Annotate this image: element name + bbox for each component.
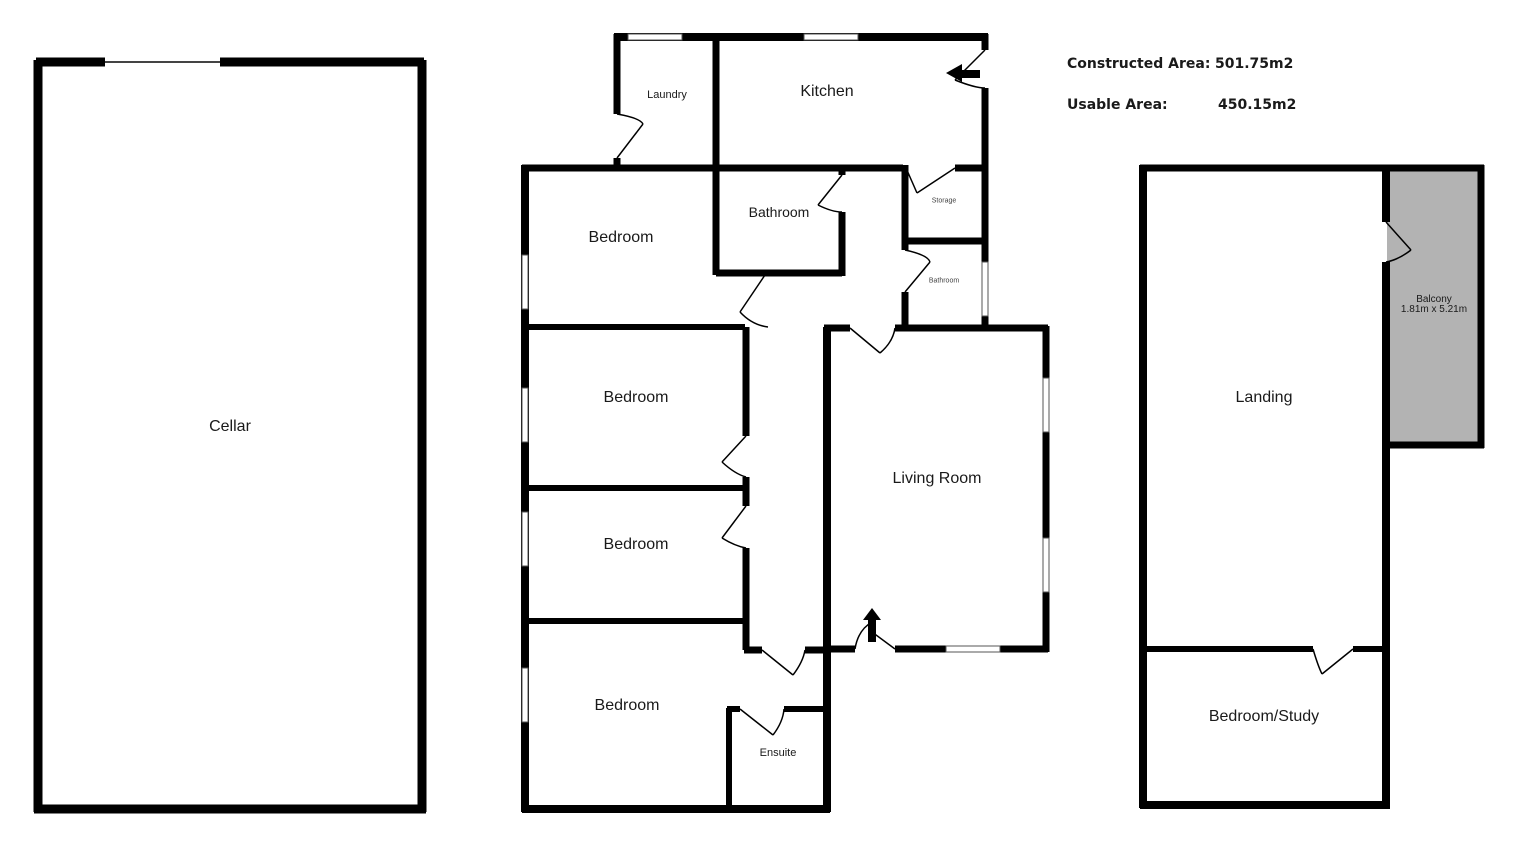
ground-floor-plan <box>521 33 1050 813</box>
usable-area-value: 450.15m2 <box>1218 97 1297 113</box>
room-label-balcony: Balcony 1.81m x 5.21m <box>1401 295 1467 315</box>
room-label-bedroom-1: Bedroom <box>588 229 654 246</box>
room-label-bedroom-3: Bedroom <box>603 536 669 553</box>
usable-area-label: Usable Area: <box>1067 97 1168 113</box>
constructed-area-value: 501.75m2 <box>1215 56 1294 72</box>
room-label-landing: Landing <box>1235 389 1293 406</box>
room-label-bathroom-small: Bathroom <box>928 277 960 285</box>
room-label-bathroom-main: Bathroom <box>748 204 810 220</box>
balcony-dimensions: 1.81m x 5.21m <box>1400 304 1468 315</box>
room-label-living-room: Living Room <box>892 470 982 487</box>
room-label-kitchen: Kitchen <box>800 83 854 100</box>
constructed-area-label: Constructed Area: <box>1067 56 1211 72</box>
room-label-storage: Storage <box>931 197 957 205</box>
room-label-bedroom-4: Bedroom <box>594 697 660 714</box>
room-label-bedroom-2: Bedroom <box>603 389 669 406</box>
room-label-bedroom-study: Bedroom/Study <box>1208 708 1320 725</box>
room-label-ensuite: Ensuite <box>759 747 797 759</box>
room-label-cellar: Cellar <box>209 418 251 435</box>
room-label-laundry: Laundry <box>647 89 687 101</box>
upper-floor-plan <box>1139 164 1485 809</box>
cellar-plan <box>33 57 427 814</box>
balcony-name: Balcony <box>1416 294 1452 305</box>
